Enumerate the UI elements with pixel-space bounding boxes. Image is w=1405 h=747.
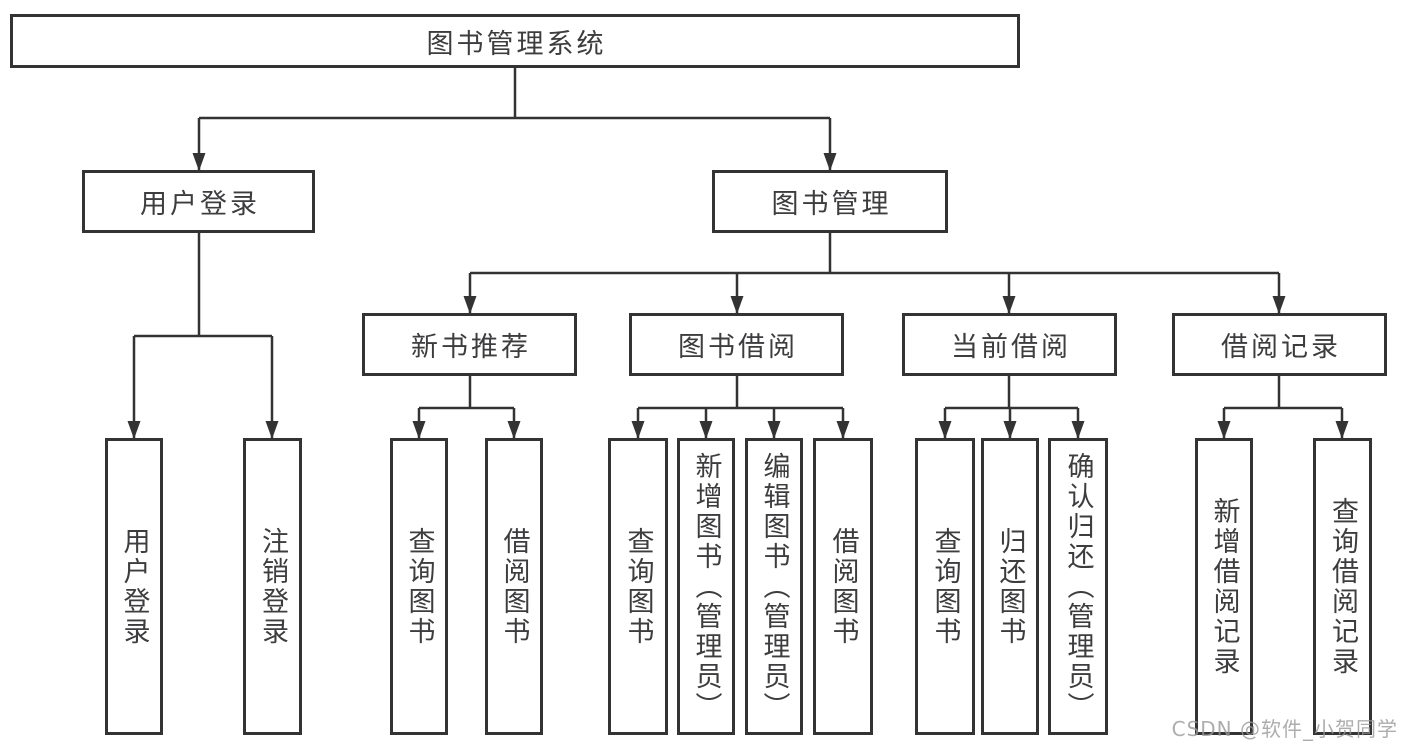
- leaf-borrow-books: 借阅图书: [813, 438, 873, 735]
- leaf-label: 归还图书: [994, 526, 1026, 647]
- node-new-book-recommend: 新书推荐: [362, 313, 577, 376]
- leaf-return-books: 归还图书: [981, 438, 1039, 735]
- leaf-add-borrow-record: 新增借阅记录: [1195, 438, 1253, 735]
- node-user-login: 用户登录: [82, 170, 315, 233]
- leaf-label: 新增借阅记录: [1208, 496, 1240, 677]
- leaf-query-borrow-record: 查询借阅记录: [1313, 438, 1372, 735]
- leaf-user-login: 用户登录: [105, 438, 163, 735]
- node-book-borrow: 图书借阅: [629, 313, 844, 376]
- leaf-label: 新增图书（管理员）: [690, 451, 722, 722]
- node-borrow-records: 借阅记录: [1172, 313, 1387, 376]
- leaf-label: 查询图书: [622, 526, 654, 647]
- leaf-query-books-borrow: 查询图书: [608, 438, 668, 735]
- csdn-watermark: CSDN @软件_小贺同学: [1171, 717, 1398, 741]
- leaf-label: 确认归还（管理员）: [1062, 451, 1094, 722]
- leaf-edit-book-admin: 编辑图书（管理员）: [745, 438, 803, 735]
- leaf-query-books-current: 查询图书: [915, 438, 975, 735]
- leaf-borrow-books-recommend: 借阅图书: [485, 438, 543, 735]
- leaf-label: 借阅图书: [827, 526, 859, 647]
- leaf-query-books-recommend: 查询图书: [390, 438, 448, 735]
- leaf-label: 借阅图书: [498, 526, 530, 647]
- node-library-management-system: 图书管理系统: [10, 14, 1020, 68]
- leaf-label: 注销登录: [257, 526, 288, 647]
- leaf-label: 编辑图书（管理员）: [758, 451, 790, 722]
- leaf-label: 查询借阅记录: [1327, 496, 1358, 677]
- node-current-borrow: 当前借阅: [902, 313, 1117, 376]
- leaf-label: 查询图书: [929, 526, 961, 647]
- leaf-label: 用户登录: [118, 526, 150, 647]
- leaf-logout: 注销登录: [243, 438, 302, 735]
- leaf-label: 查询图书: [403, 526, 435, 647]
- leaf-add-book-admin: 新增图书（管理员）: [677, 438, 735, 735]
- node-book-management: 图书管理: [712, 170, 948, 233]
- leaf-confirm-return-admin: 确认归还（管理员）: [1048, 438, 1108, 735]
